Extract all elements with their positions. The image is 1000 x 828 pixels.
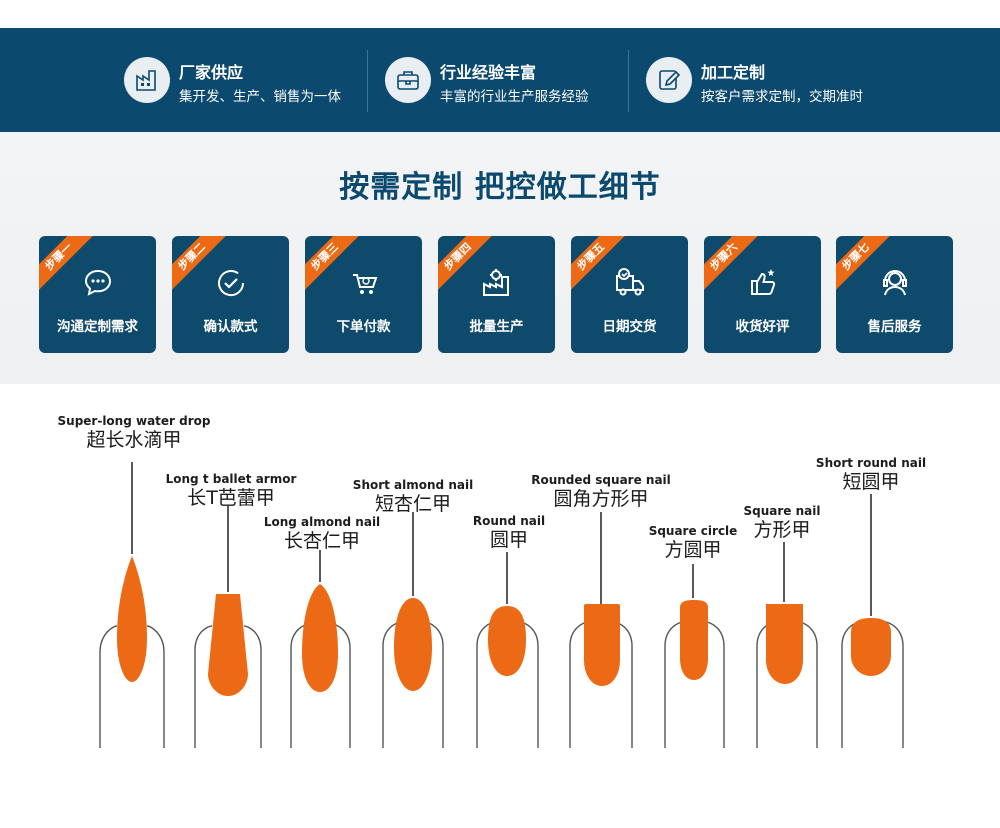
feature-title: 厂家供应 (179, 63, 244, 82)
nail-label-coffin: Long t ballet armor 长T芭蕾甲 (166, 472, 297, 510)
divider (628, 50, 629, 112)
step-card-4: 步骤四 批量生产 (438, 236, 555, 353)
factory-gear-icon (438, 266, 555, 304)
nail-name-zh: 长杏仁甲 (283, 530, 360, 552)
step-card-2: 步骤二 确认款式 (172, 236, 289, 353)
nail-name-zh: 圆角方形甲 (553, 488, 649, 510)
nail-name-zh: 长T芭蕾甲 (187, 487, 275, 509)
nail-illustrations (99, 462, 904, 748)
nail-squoval (664, 564, 725, 748)
step-label: 下单付款 (336, 319, 391, 335)
nail-label-square: Square nail 方形甲 (744, 504, 821, 542)
nail-short-round (841, 494, 904, 748)
nail-stiletto (99, 462, 165, 748)
nail-name-en: Short almond nail (352, 478, 474, 492)
cart-icon (305, 266, 422, 304)
nail-name-zh: 短杏仁甲 (374, 493, 451, 515)
nail-label-short-almond: Short almond nail 短杏仁甲 (353, 478, 473, 516)
nail-name-zh: 超长水滴甲 (86, 429, 182, 451)
nail-name-zh: 短圆甲 (842, 471, 900, 493)
nail-name-zh: 方形甲 (753, 519, 811, 541)
nail-name-en: Round nail (472, 514, 546, 528)
nail-name-en: Rounded square nail (531, 473, 671, 487)
step-card-3: 步骤三 下单付款 (305, 236, 422, 353)
nail-coffin (194, 506, 262, 748)
feature-subtitle: 按客户需求定制，交期准时 (701, 89, 863, 105)
edit-icon (646, 57, 692, 103)
thumbs-up-icon (704, 266, 821, 304)
nail-name-en: Super-long water drop (57, 414, 211, 428)
briefcase-icon (385, 57, 431, 103)
nail-name-en: Square circle (648, 524, 738, 538)
nail-rounded-square (569, 512, 633, 748)
step-label: 售后服务 (867, 319, 922, 335)
chat-icon (39, 266, 156, 304)
step-label: 确认款式 (203, 319, 258, 335)
step-label: 日期交货 (602, 319, 657, 335)
step-card-1: 步骤一 沟通定制需求 (39, 236, 156, 353)
step-label: 沟通定制需求 (57, 319, 138, 335)
feature-title: 行业经验丰富 (440, 63, 537, 82)
step-card-6: 步骤六 收货好评 (704, 236, 821, 353)
nail-shape-chart: Super-long water drop 超长水滴甲 Long t balle… (0, 384, 1000, 828)
nail-name-en: Long t ballet armor (165, 472, 297, 486)
step-label: 批量生产 (469, 319, 524, 335)
nail-name-zh: 圆甲 (489, 529, 528, 551)
section-title: 按需定制 把控做工细节 (339, 170, 661, 205)
divider (367, 50, 368, 112)
nail-label-stiletto: Super-long water drop 超长水滴甲 (58, 414, 211, 452)
step-card-7: 步骤七 售后服务 (836, 236, 953, 353)
nail-label-rounded-square: Rounded square nail 圆角方形甲 (531, 473, 671, 511)
nail-name-zh: 方圆甲 (664, 539, 722, 561)
nail-name-en: Long almond nail (263, 515, 381, 529)
nail-square (756, 542, 818, 748)
nail-short-almond (382, 512, 444, 748)
check-circle-icon (172, 266, 289, 304)
nail-long-almond (290, 550, 351, 748)
steps-section: 按需定制 把控做工细节 步骤一 沟通定制需求 步骤二 确认款式 步骤三 下单付款… (0, 132, 1000, 384)
delivery-truck-icon (571, 266, 688, 304)
nail-label-round: Round nail 圆甲 (473, 514, 545, 552)
nail-label-squoval: Square circle 方圆甲 (649, 524, 738, 562)
step-label: 收货好评 (735, 319, 790, 335)
headset-icon (836, 266, 953, 304)
feature-title: 加工定制 (701, 63, 766, 82)
nail-label-short-round: Short round nail 短圆甲 (816, 456, 926, 494)
factory-icon (124, 57, 170, 103)
step-card-5: 步骤五 日期交货 (571, 236, 688, 353)
nail-name-en: Square nail (743, 504, 821, 518)
feature-subtitle: 丰富的行业生产服务经验 (440, 89, 589, 105)
nail-label-long-almond: Long almond nail 长杏仁甲 (264, 515, 380, 553)
feature-subtitle: 集开发、生产、销售为一体 (179, 89, 341, 105)
nail-round (476, 552, 539, 748)
nail-name-en: Short round nail (815, 456, 927, 470)
top-banner: 厂家供应 集开发、生产、销售为一体 行业经验丰富 丰富的行业生产服务经验 加工定… (0, 28, 1000, 132)
